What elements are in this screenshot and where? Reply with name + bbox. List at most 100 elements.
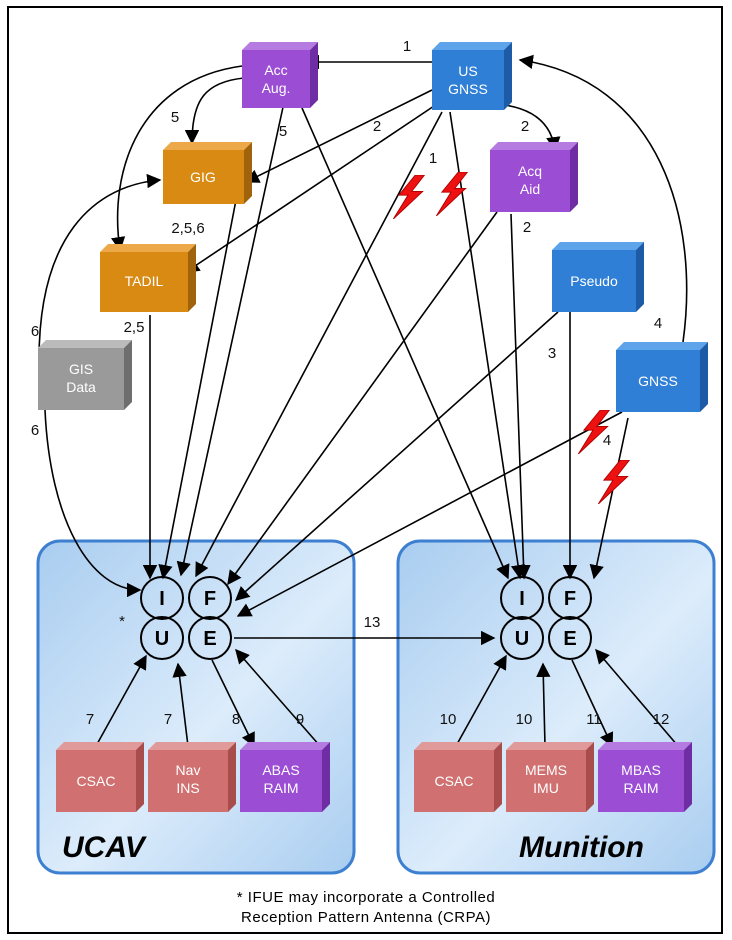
- gis-data-label-2: Data: [66, 379, 96, 395]
- box-csac-ucav: CSAC: [56, 742, 144, 812]
- box-gnss: GNSS: [616, 342, 708, 412]
- arrow-accaug-tadil: [110, 65, 243, 252]
- arrow-e-abas: [211, 659, 255, 748]
- box-csac-munition: CSAC: [414, 742, 502, 812]
- arrow-gnss-munition-f: [589, 417, 629, 580]
- gig-label: GIG: [190, 169, 216, 185]
- us-gnss-label-2: GNSS: [448, 81, 488, 97]
- abas-raim-label-1: ABAS: [262, 762, 299, 778]
- num-8: 8: [232, 711, 240, 728]
- csac-ucav-label: CSAC: [77, 773, 116, 789]
- num-11: 11: [586, 711, 602, 728]
- box-tadil: TADIL: [100, 244, 196, 312]
- arrow-gnss-usgnss: [518, 54, 688, 343]
- num-10b: 10: [516, 711, 533, 728]
- arrow-accaug-munition-i: [301, 107, 510, 580]
- num-10a: 10: [440, 711, 457, 728]
- abas-raim-label-2: RAIM: [264, 780, 299, 796]
- munition-panel: [396, 539, 716, 875]
- footnote-line-1: * IFUE may incorporate a Controlled: [236, 889, 496, 906]
- box-us-gnss: US GNSS: [432, 42, 512, 110]
- ucav-panel: [36, 539, 356, 875]
- connection-numbers: 1 2 2 5 5 1 2,5,6 2 2,5 6 3 4 6 4 13 7 7…: [31, 38, 670, 728]
- num-2c: 2: [523, 219, 531, 236]
- box-acq-aid: Acq Aid: [490, 142, 578, 212]
- arrow-gnss-e: [236, 411, 623, 617]
- footnote: * IFUE may incorporate a Controlled Rece…: [0, 888, 732, 928]
- box-mems-imu: MEMS IMU: [506, 742, 594, 812]
- arrow-pseudo-e: [234, 311, 559, 601]
- ifue-ucav-u: U: [155, 628, 169, 650]
- arrow-gig-i: [158, 199, 237, 580]
- jamming-lightning-icon: [597, 460, 631, 504]
- nav-ins-label-2: INS: [176, 780, 199, 796]
- arrow-navins-u: [172, 662, 189, 747]
- num-3: 3: [548, 345, 556, 362]
- arrow-abas-e: [235, 648, 321, 747]
- munition-title: Munition: [519, 831, 644, 864]
- box-mbas-raim: MBAS RAIM: [598, 742, 692, 812]
- arrow-gis-gig: [38, 173, 162, 391]
- acq-aid-label-2: Aid: [520, 181, 540, 197]
- mbas-raim-label-2: RAIM: [624, 780, 659, 796]
- box-nav-ins: Nav INS: [148, 742, 236, 812]
- num-12: 12: [653, 711, 670, 728]
- num-5b: 5: [279, 123, 287, 140]
- box-gis-data: GIS Data: [38, 340, 132, 410]
- footnote-line-2: Reception Pattern Antenna (CRPA): [240, 909, 492, 926]
- ifue-munition: [500, 576, 592, 660]
- arrow-gis-ifue: [44, 409, 142, 598]
- acc-aug-label-1: Acc: [264, 62, 287, 78]
- tadil-label: TADIL: [125, 273, 164, 289]
- us-gnss-label-1: US: [458, 63, 477, 79]
- box-gig: GIG: [163, 142, 252, 204]
- nav-ins-label-1: Nav: [176, 762, 201, 778]
- connection-arrows: [38, 54, 688, 748]
- box-abas-raim: ABAS RAIM: [240, 742, 330, 812]
- num-4b: 4: [603, 432, 611, 449]
- num-6a: 6: [31, 323, 39, 340]
- acq-aid-label-1: Acq: [518, 163, 542, 179]
- num-2b: 2: [521, 118, 529, 135]
- arrow-accaug-f: [176, 97, 286, 577]
- gis-data-label-1: GIS: [69, 361, 93, 377]
- ifue-ucav: [140, 576, 232, 660]
- arrow-mems-mu: [536, 662, 551, 747]
- arrow-me-mbas: [571, 659, 614, 748]
- num-2a: 2: [373, 118, 381, 135]
- mems-imu-label-1: MEMS: [525, 762, 567, 778]
- arrow-usgnss-f: [195, 111, 443, 578]
- num-13: 13: [364, 614, 381, 631]
- ifue-ucav-i: I: [159, 588, 165, 610]
- box-pseudo: Pseudo: [552, 242, 644, 312]
- mems-imu-label-2: IMU: [533, 780, 559, 796]
- jamming-lightning-icon: [392, 175, 426, 219]
- arrow-usgnss-gig: [244, 89, 433, 183]
- num-5a: 5: [171, 109, 179, 126]
- num-25: 2,5: [124, 319, 145, 336]
- num-7b: 7: [164, 711, 172, 728]
- arrow-acqaid-f: [227, 211, 498, 586]
- num-7a: 7: [86, 711, 94, 728]
- ifue-asterisk: *: [119, 613, 125, 630]
- num-9: 9: [296, 711, 304, 728]
- ucav-title: UCAV: [62, 831, 148, 864]
- mbas-raim-label-1: MBAS: [621, 762, 661, 778]
- num-256: 2,5,6: [171, 220, 204, 237]
- ifue-ucav-f: F: [204, 588, 216, 610]
- num-6b: 6: [31, 422, 39, 439]
- ifue-munition-u: U: [515, 628, 529, 650]
- box-acc-aug: Acc Aug.: [242, 42, 318, 108]
- pseudo-label: Pseudo: [570, 273, 618, 289]
- arrow-csac-u: [95, 654, 147, 747]
- csac-munition-label: CSAC: [435, 773, 474, 789]
- ifue-munition-f: F: [564, 588, 576, 610]
- arrow-mbas-me: [595, 648, 679, 747]
- num-4a: 4: [654, 315, 662, 332]
- ifue-munition-e: E: [563, 628, 576, 650]
- ifue-munition-i: I: [519, 588, 525, 610]
- arrow-acqaid-munition-i: [510, 213, 531, 580]
- acc-aug-label-2: Aug.: [262, 80, 291, 96]
- gnss-label: GNSS: [638, 373, 678, 389]
